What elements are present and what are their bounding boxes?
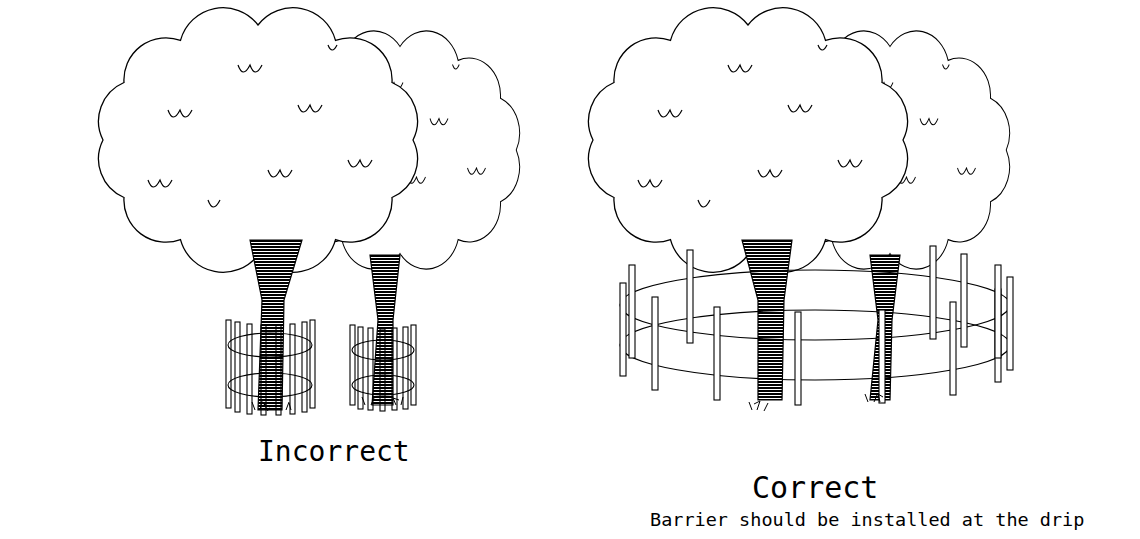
cage-bar [411, 325, 416, 405]
cage-bar [247, 324, 252, 414]
fence-post [879, 310, 885, 403]
cage-bar [350, 325, 355, 405]
fence-post [930, 246, 936, 339]
cage-ring [352, 340, 414, 360]
cage-bar [276, 325, 281, 415]
panel-label: Correct [752, 473, 878, 503]
fence-post [652, 297, 658, 390]
fence-post [950, 302, 956, 395]
cage-bar [358, 327, 363, 409]
fence-post [995, 265, 1001, 358]
grass-tuft [749, 394, 883, 411]
fence-post [714, 307, 720, 400]
panel-label: Incorrect [258, 438, 410, 466]
cage-bar [403, 327, 408, 409]
grass-tuft [252, 397, 403, 411]
cage-bar [368, 328, 373, 410]
note-text: Barrier should be installed at the drip [650, 511, 1084, 530]
cage-bar [380, 329, 385, 411]
cage-bar [226, 320, 231, 408]
fence-post [961, 254, 967, 347]
tree-canopy [99, 8, 418, 273]
cage-ring [228, 373, 312, 397]
fence-post [1007, 277, 1013, 370]
fence-post [795, 312, 801, 405]
fence-post [620, 283, 626, 376]
tree-canopy [589, 8, 908, 273]
cage-bar [290, 324, 295, 414]
cage-ring [228, 333, 312, 357]
cage-bar [302, 322, 307, 412]
fence-post [687, 250, 693, 343]
cage-bar [235, 322, 240, 412]
tree-trunk [742, 240, 792, 400]
drip-line-fence [620, 246, 1013, 405]
fence-post [629, 265, 635, 358]
cage-bar [310, 320, 315, 408]
cage-ring [352, 375, 414, 395]
narrow-cage [226, 320, 416, 415]
